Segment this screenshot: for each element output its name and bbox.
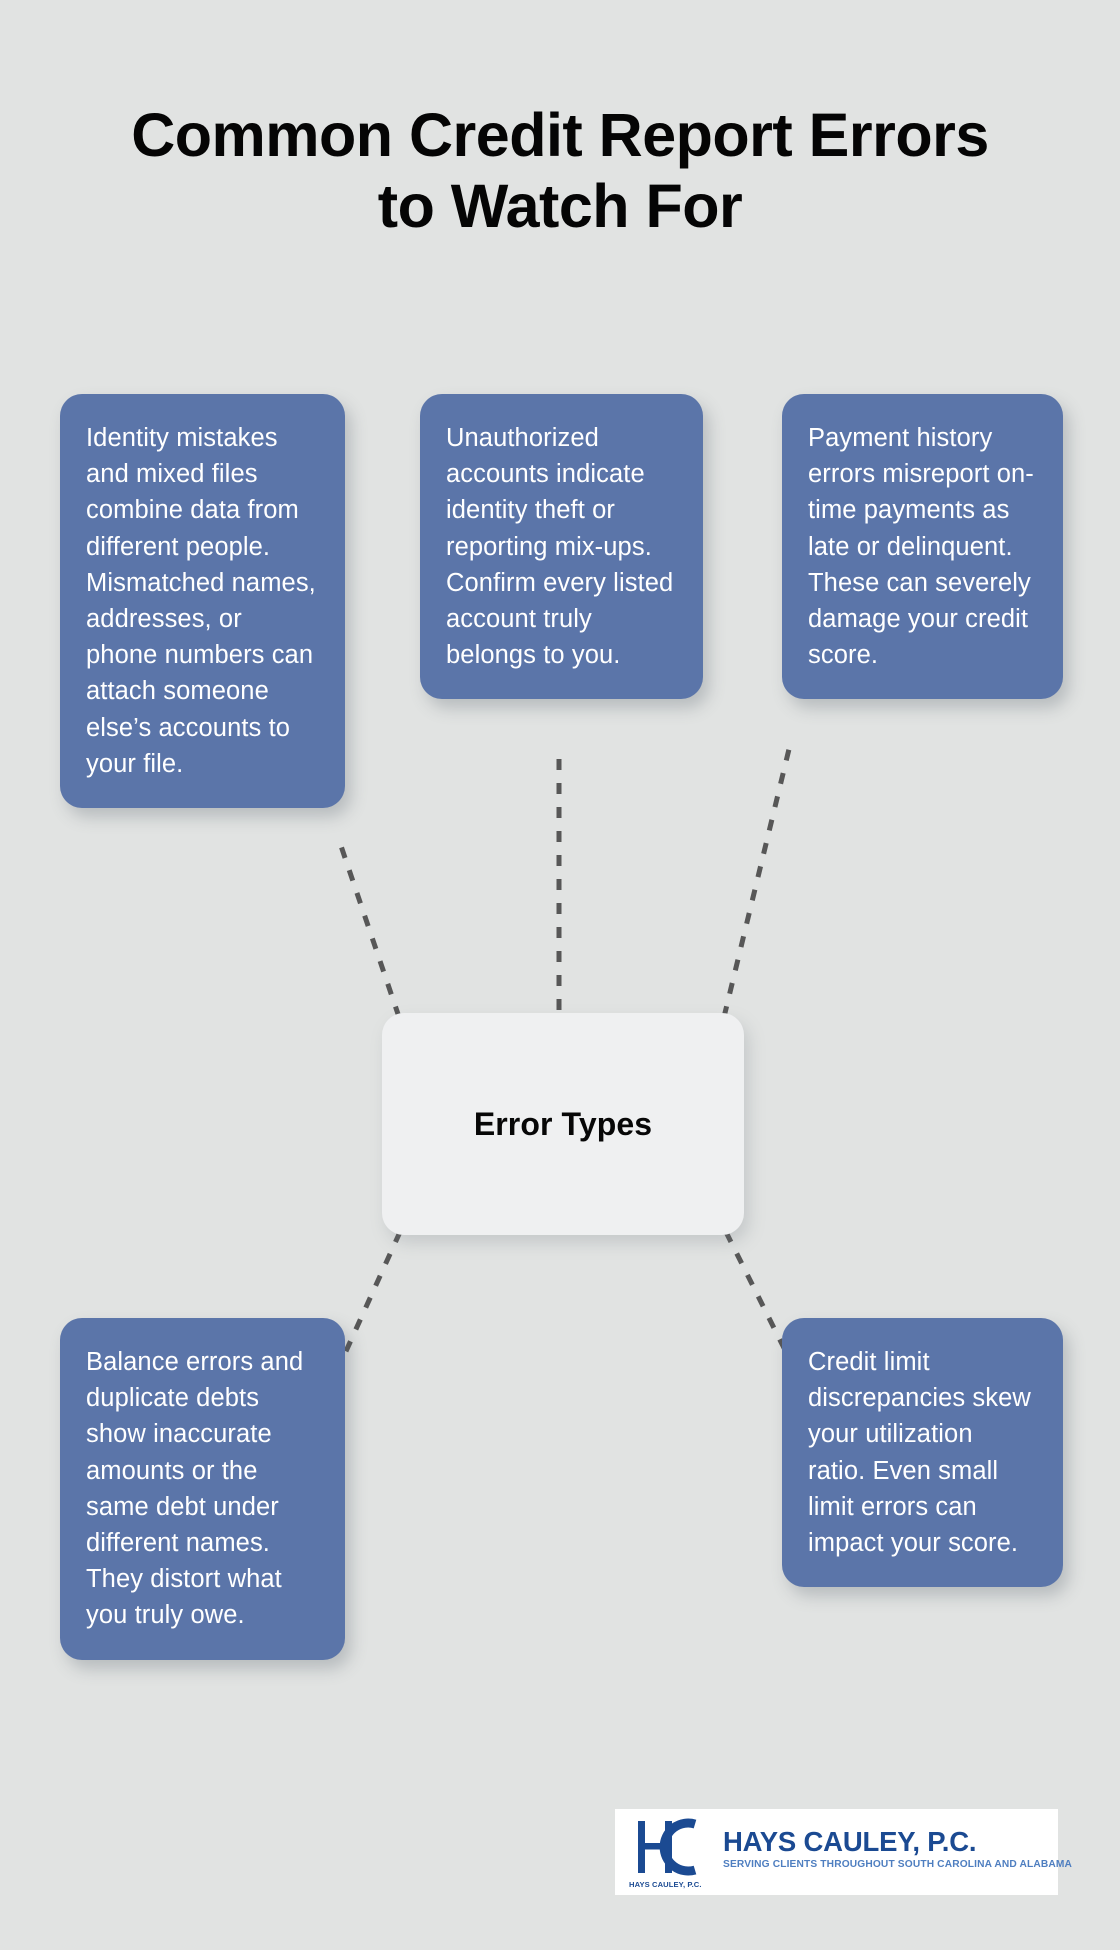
- center-hub-node[interactable]: Error Types: [382, 1013, 744, 1235]
- connector-hub-to-creditlimit: [723, 1230, 793, 1362]
- logo-text-block: HAYS CAULEY, P.C. SERVING CLIENTS THROUG…: [723, 1825, 1073, 1877]
- page-title-line-1: Common Credit Report Errors: [131, 101, 989, 169]
- brand-logo[interactable]: HAYS CAULEY, P.C. HAYS CAULEY, P.C. SERV…: [615, 1809, 1072, 1895]
- connector-hub-to-identity: [337, 842, 402, 1018]
- error-card-credit-limit-text: Credit limit discrepancies skew your uti…: [808, 1348, 1031, 1558]
- error-card-payment-history[interactable]: Payment history errors misreport on-time…: [782, 394, 1063, 700]
- hays-cauley-monogram-icon: HAYS CAULEY, P.C.: [629, 1815, 713, 1889]
- error-card-balance-duplicates-text: Balance errors and duplicate debts show …: [86, 1348, 304, 1630]
- center-hub-label: Error Types: [473, 1105, 653, 1142]
- connector-hub-to-balance: [339, 1230, 403, 1362]
- connector-hub-to-payment: [721, 744, 793, 1018]
- error-card-credit-limit[interactable]: Credit limit discrepancies skew your uti…: [782, 1318, 1063, 1588]
- logo-firm-name: HAYS CAULEY, P.C.: [723, 1825, 977, 1857]
- error-card-balance-duplicates[interactable]: Balance errors and duplicate debts show …: [60, 1318, 345, 1660]
- monogram-caption: HAYS CAULEY, P.C.: [629, 1880, 702, 1889]
- page-title: Common Credit Report Errors to Watch For: [0, 100, 1120, 242]
- logo-tagline: SERVING CLIENTS THROUGHOUT SOUTH CAROLIN…: [723, 1859, 1073, 1871]
- page-title-line-2: to Watch For: [377, 171, 743, 240]
- error-card-unauthorized-text: Unauthorized accounts indicate identity …: [446, 424, 674, 670]
- error-card-identity[interactable]: Identity mistakes and mixed files combin…: [60, 394, 345, 809]
- error-card-identity-text: Identity mistakes and mixed files combin…: [86, 424, 316, 778]
- error-card-unauthorized[interactable]: Unauthorized accounts indicate identity …: [420, 394, 703, 700]
- error-card-payment-history-text: Payment history errors misreport on-time…: [808, 424, 1034, 670]
